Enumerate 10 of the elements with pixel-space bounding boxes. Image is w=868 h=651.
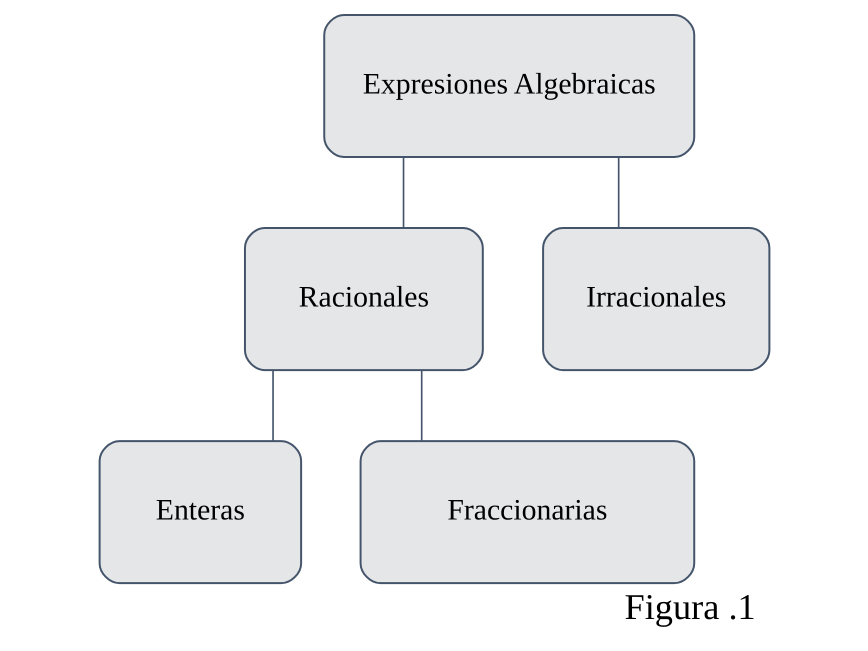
connector [617,158,619,228]
node-box: Expresiones Algebraicas [322,14,695,158]
connector [420,370,422,440]
caption: Figura .1 [624,586,756,627]
node-box: Irracionales [542,227,770,372]
node-box: Racionales [243,227,484,372]
connector [272,370,274,440]
connector [402,158,404,228]
node-box: Fraccionarias [359,440,695,584]
node-box: Enteras [98,440,302,584]
